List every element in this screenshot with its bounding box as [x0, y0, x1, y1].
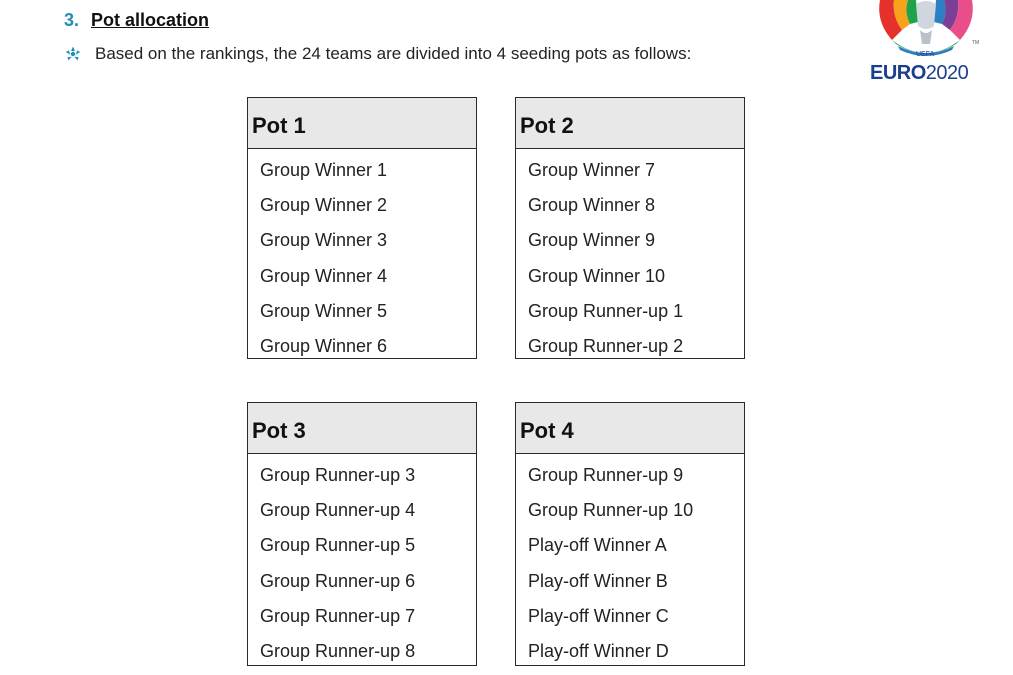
euro2020-logo: UEFA TM EURO2020: [868, 0, 984, 86]
pot-team-item: Play-off Winner B: [528, 570, 668, 591]
pot-team-list: Group Runner-up 9 Group Runner-up 10 Pla…: [516, 454, 744, 669]
pot-team-list: Group Winner 7 Group Winner 8 Group Winn…: [516, 149, 744, 364]
pot-team-item: Group Runner-up 6: [260, 570, 416, 591]
pot-team-item: Group Winner 6: [260, 335, 388, 356]
logo-text-main: EURO: [870, 62, 926, 84]
pot-header: Pot 1: [248, 98, 476, 149]
pot-team-item: Group Winner 7: [528, 160, 656, 180]
intro-line: Based on the rankings, the 24 teams are …: [64, 44, 691, 64]
euro2020-wordmark: EURO2020: [870, 62, 969, 85]
pot-team-item: Group Runner-up 10: [528, 500, 694, 521]
pot-3-table: Pot 3 Group Runner-up 3 Group Runner-up …: [247, 402, 477, 666]
pot-header: Pot 2: [516, 98, 744, 149]
pot-team-list: Group Runner-up 3 Group Runner-up 4 Grou…: [248, 454, 476, 669]
section-heading: 3. Pot allocation: [64, 10, 209, 31]
pot-team-item: Group Runner-up 5: [260, 535, 416, 556]
pot-team-item: Group Winner 9: [528, 230, 656, 251]
pot-team-item: Group Runner-up 9: [528, 465, 684, 485]
pot-team-item: Group Runner-up 3: [260, 465, 416, 485]
pot-team-item: Group Winner 10: [528, 265, 666, 286]
pot-team-item: Group Runner-up 7: [260, 605, 416, 626]
pot-team-item: Play-off Winner A: [528, 535, 667, 556]
pot-team-item: Group Winner 1: [260, 160, 388, 180]
pot-team-item: Group Winner 2: [260, 195, 388, 216]
section-number: 3.: [64, 10, 80, 30]
intro-text: Based on the rankings, the 24 teams are …: [95, 44, 692, 63]
euro-trophy-logo-icon: UEFA TM: [879, 0, 979, 58]
pot-team-item: Group Runner-up 8: [260, 640, 416, 661]
pot-1-table: Pot 1 Group Winner 1 Group Winner 2 Grou…: [247, 97, 477, 359]
pot-team-item: Group Winner 4: [260, 265, 388, 286]
pot-header: Pot 4: [516, 403, 744, 454]
pot-4-table: Pot 4 Group Runner-up 9 Group Runner-up …: [515, 402, 745, 666]
pot-team-item: Play-off Winner D: [528, 640, 669, 661]
pot-header: Pot 3: [248, 403, 476, 454]
pot-2-table: Pot 2 Group Winner 7 Group Winner 8 Grou…: [515, 97, 745, 359]
logo-text-year: 2020: [925, 62, 969, 84]
pot-team-item: Group Runner-up 4: [260, 500, 416, 521]
svg-text:TM: TM: [972, 40, 979, 46]
svg-text:UEFA: UEFA: [916, 51, 935, 58]
pot-team-item: Group Winner 8: [528, 195, 656, 216]
pot-team-item: Play-off Winner C: [528, 605, 669, 626]
section-title: Pot allocation: [91, 10, 210, 30]
football-bullet-icon: [65, 46, 81, 61]
pot-team-item: Group Runner-up 1: [528, 300, 684, 321]
pot-team-item: Group Winner 5: [260, 300, 388, 321]
pot-team-list: Group Winner 1 Group Winner 2 Group Winn…: [248, 149, 476, 364]
pot-team-item: Group Runner-up 2: [528, 335, 684, 356]
pot-team-item: Group Winner 3: [260, 230, 388, 251]
